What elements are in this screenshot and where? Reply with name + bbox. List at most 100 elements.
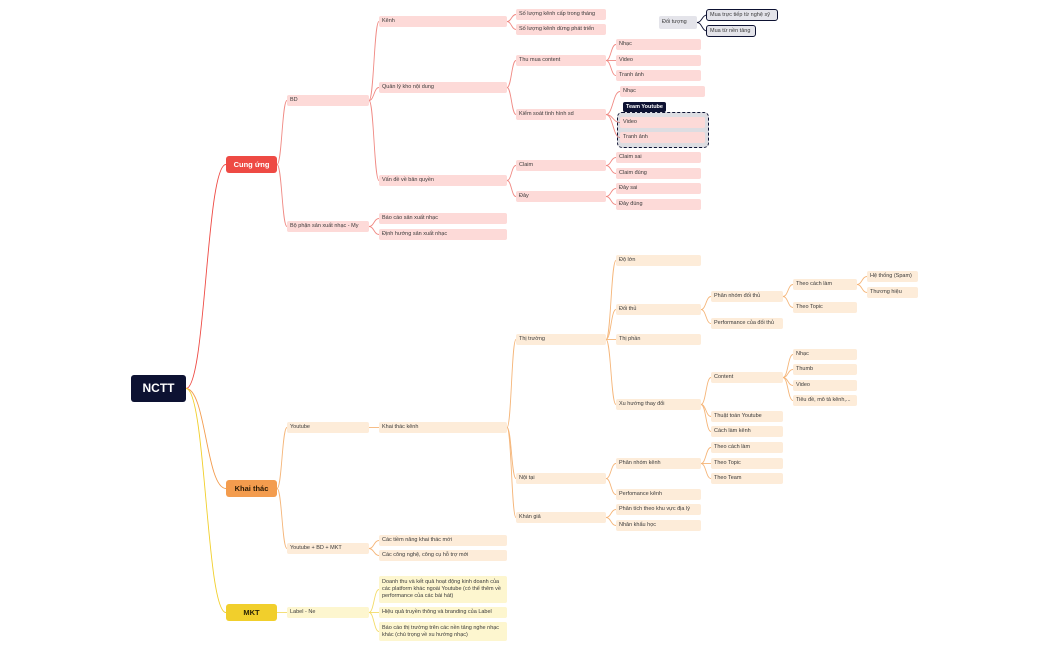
edge-node-kiem-soat — [506, 87, 517, 115]
node-performance-doi-thu[interactable]: Performance của đối thủ — [711, 318, 783, 329]
node-cach-lam-kenh[interactable]: Cách làm kênh — [711, 426, 783, 437]
edge-node-tiem-nang — [368, 540, 380, 549]
node-mua-truc-tiep[interactable]: Mua trực tiếp từ nghệ sỹ — [706, 9, 778, 21]
team-youtube-label[interactable]: Team Youtube — [623, 102, 666, 112]
edge-node-do-lon — [605, 260, 617, 340]
node-theo-topic[interactable]: Theo Topic — [793, 302, 857, 313]
edge-node-content — [700, 377, 712, 405]
edge-node-nhan-khau-hoc — [605, 517, 617, 526]
node-tiem-nang[interactable]: Các tiềm năng khai thác mới — [379, 535, 507, 546]
node-phan-nhom-kenh[interactable]: Phân nhóm kênh — [616, 458, 701, 469]
node-khan-gia[interactable]: Khán giả — [516, 512, 606, 523]
node-day-sai[interactable]: Đảy sai — [616, 183, 701, 194]
edge-node-thi-truong — [506, 339, 517, 428]
node-nt-theo-topic[interactable]: Theo Topic — [711, 458, 783, 469]
node-bd[interactable]: BD — [287, 95, 369, 106]
edge-node-bao-cao-thi-truong — [368, 612, 380, 632]
edge-node-xu-huong — [605, 339, 617, 405]
edge-node-cong-nghe — [368, 548, 380, 556]
node-bao-cao-thi-truong[interactable]: Báo cáo thị trường trên các nền tảng ngh… — [379, 622, 507, 641]
node-bo-phan-san-xuat[interactable]: Bộ phận sản xuất nhạc - My — [287, 221, 369, 232]
node-content-thumb[interactable]: Thumb — [793, 364, 857, 375]
node-youtube-bd-mkt[interactable]: Youtube + BD + MKT — [287, 543, 369, 554]
edge-node-theo-topic — [782, 296, 794, 308]
edge-node-bd — [276, 100, 288, 165]
node-thu-mua-nhac[interactable]: Nhạc — [616, 39, 701, 50]
edge-node-nt-theo-cach-lam — [700, 447, 712, 464]
node-doanh-thu[interactable]: Doanh thu và kết quả hoạt động kinh doan… — [379, 576, 507, 603]
node-kiem-soat[interactable]: Kiểm soát tình hình sd — [516, 109, 606, 120]
edge-node-khan-gia — [506, 427, 517, 518]
node-day-dung[interactable]: Đảy đúng — [616, 199, 701, 210]
node-claim-sai[interactable]: Claim sai — [616, 152, 701, 163]
edge-node-youtube-bd-mkt — [276, 488, 288, 549]
node-thi-phan[interactable]: Thị phần — [616, 334, 701, 345]
node-performance-kenh[interactable]: Perfomance kênh — [616, 489, 701, 500]
node-van-de-ban-quyen[interactable]: Vấn đề về bản quyền — [379, 175, 507, 186]
edge-node-day — [506, 180, 517, 197]
node-thi-truong[interactable]: Thị trường — [516, 334, 606, 345]
edge-node-claim-dung — [605, 165, 617, 174]
root-node[interactable]: NCTT — [131, 375, 186, 402]
edge-node-theo-cach-lam — [782, 284, 794, 297]
node-cong-nghe[interactable]: Các công nghệ, công cụ hỗ trợ mới — [379, 550, 507, 561]
node-do-lon[interactable]: Độ lớn — [616, 255, 701, 266]
branch-khai-thac[interactable]: Khai thác — [226, 480, 277, 497]
node-hieu-qua-truyen-thong[interactable]: Hiệu quả truyền thông và branding của La… — [379, 607, 507, 618]
node-kiem-soat-nhac[interactable]: Nhạc — [620, 86, 705, 97]
node-content[interactable]: Content — [711, 372, 783, 383]
node-nt-theo-cach-lam[interactable]: Theo cách làm — [711, 442, 783, 453]
edge-node-thu-mua-tranh-anh — [605, 60, 617, 76]
edge-node-he-thong-spam — [856, 276, 868, 285]
node-kiem-soat-video[interactable]: Video — [620, 117, 705, 128]
node-thuat-toan-youtube[interactable]: Thuật toán Youtube — [711, 411, 783, 422]
node-thu-mua-tranh-anh[interactable]: Tranh ảnh — [616, 70, 701, 81]
node-youtube[interactable]: Youtube — [287, 422, 369, 433]
node-mua-nen-tang[interactable]: Mua từ nền tảng — [706, 25, 756, 37]
node-dinh-huong-san-xuat[interactable]: Định hướng sản xuất nhạc — [379, 229, 507, 240]
node-he-thong-spam[interactable]: Hệ thống (Spam) — [867, 271, 918, 282]
node-quan-ly-kho[interactable]: Quản lý kho nội dung — [379, 82, 507, 93]
edge-node-phan-tich-khu-vuc — [605, 509, 617, 518]
edge-node-quan-ly-kho — [368, 87, 380, 101]
edge-node-thu-mua-nhac — [605, 44, 617, 61]
node-nt-theo-team[interactable]: Theo Team — [711, 473, 783, 484]
branch-cung-ung[interactable]: Cung ứng — [226, 156, 277, 173]
branch-mkt[interactable]: MKT — [226, 604, 277, 621]
edge-node-doanh-thu — [368, 589, 380, 613]
node-nhan-khau-hoc[interactable]: Nhân khẩu học — [616, 520, 701, 531]
edge-node-dinh-huong-san-xuat — [368, 226, 380, 235]
node-theo-cach-lam[interactable]: Theo cách làm — [793, 279, 857, 290]
node-phan-nhom-doi-thu[interactable]: Phân nhóm đối thủ — [711, 291, 783, 302]
node-claim[interactable]: Claim — [516, 160, 606, 171]
node-content-nhac[interactable]: Nhạc — [793, 349, 857, 360]
edge-node-bao-cao-san-xuat — [368, 218, 380, 227]
node-bao-cao-san-xuat[interactable]: Báo cáo sản xuất nhạc — [379, 213, 507, 224]
node-thu-mua-content[interactable]: Thu mua content — [516, 55, 606, 66]
node-so-luong-kenh-cap[interactable]: Số lượng kênh cấp trong tháng — [516, 9, 606, 20]
edge-node-claim — [506, 165, 517, 181]
node-xu-huong[interactable]: Xu hướng thay đổi — [616, 399, 701, 410]
node-khai-thac-kenh[interactable]: Khai thác kênh — [379, 422, 507, 433]
node-thu-mua-video[interactable]: Video — [616, 55, 701, 66]
node-content-tieu-de[interactable]: Tiêu đề, mô tả kênh,... — [793, 395, 857, 406]
node-thuong-hieu[interactable]: Thương hiệu — [867, 287, 918, 298]
node-claim-dung[interactable]: Claim đúng — [616, 168, 701, 179]
node-content-video[interactable]: Video — [793, 380, 857, 391]
node-doi-tuong[interactable]: Đối tượng — [659, 16, 697, 29]
edge-node-claim-sai — [605, 157, 617, 166]
node-noi-tai[interactable]: Nội tại — [516, 473, 606, 484]
node-label-ne[interactable]: Label - Ne — [287, 607, 369, 618]
node-phan-tich-khu-vuc[interactable]: Phân tích theo khu vực địa lý — [616, 504, 701, 515]
node-kiem-soat-tranh-anh[interactable]: Tranh ảnh — [620, 132, 705, 143]
node-day[interactable]: Đảy — [516, 191, 606, 202]
node-doi-thu[interactable]: Đối thủ — [616, 304, 701, 315]
edge-node-nt-theo-team — [700, 463, 712, 479]
node-kenh[interactable]: Kênh — [379, 16, 507, 27]
edge-node-mua-truc-tiep — [696, 14, 708, 23]
node-so-luong-kenh-dung[interactable]: Số lượng kênh dừng phát triển — [516, 24, 606, 35]
edge-node-so-luong-kenh-dung — [506, 21, 517, 30]
edge-node-phan-nhom-kenh — [605, 463, 617, 479]
edge-node-van-de-ban-quyen — [368, 100, 380, 181]
